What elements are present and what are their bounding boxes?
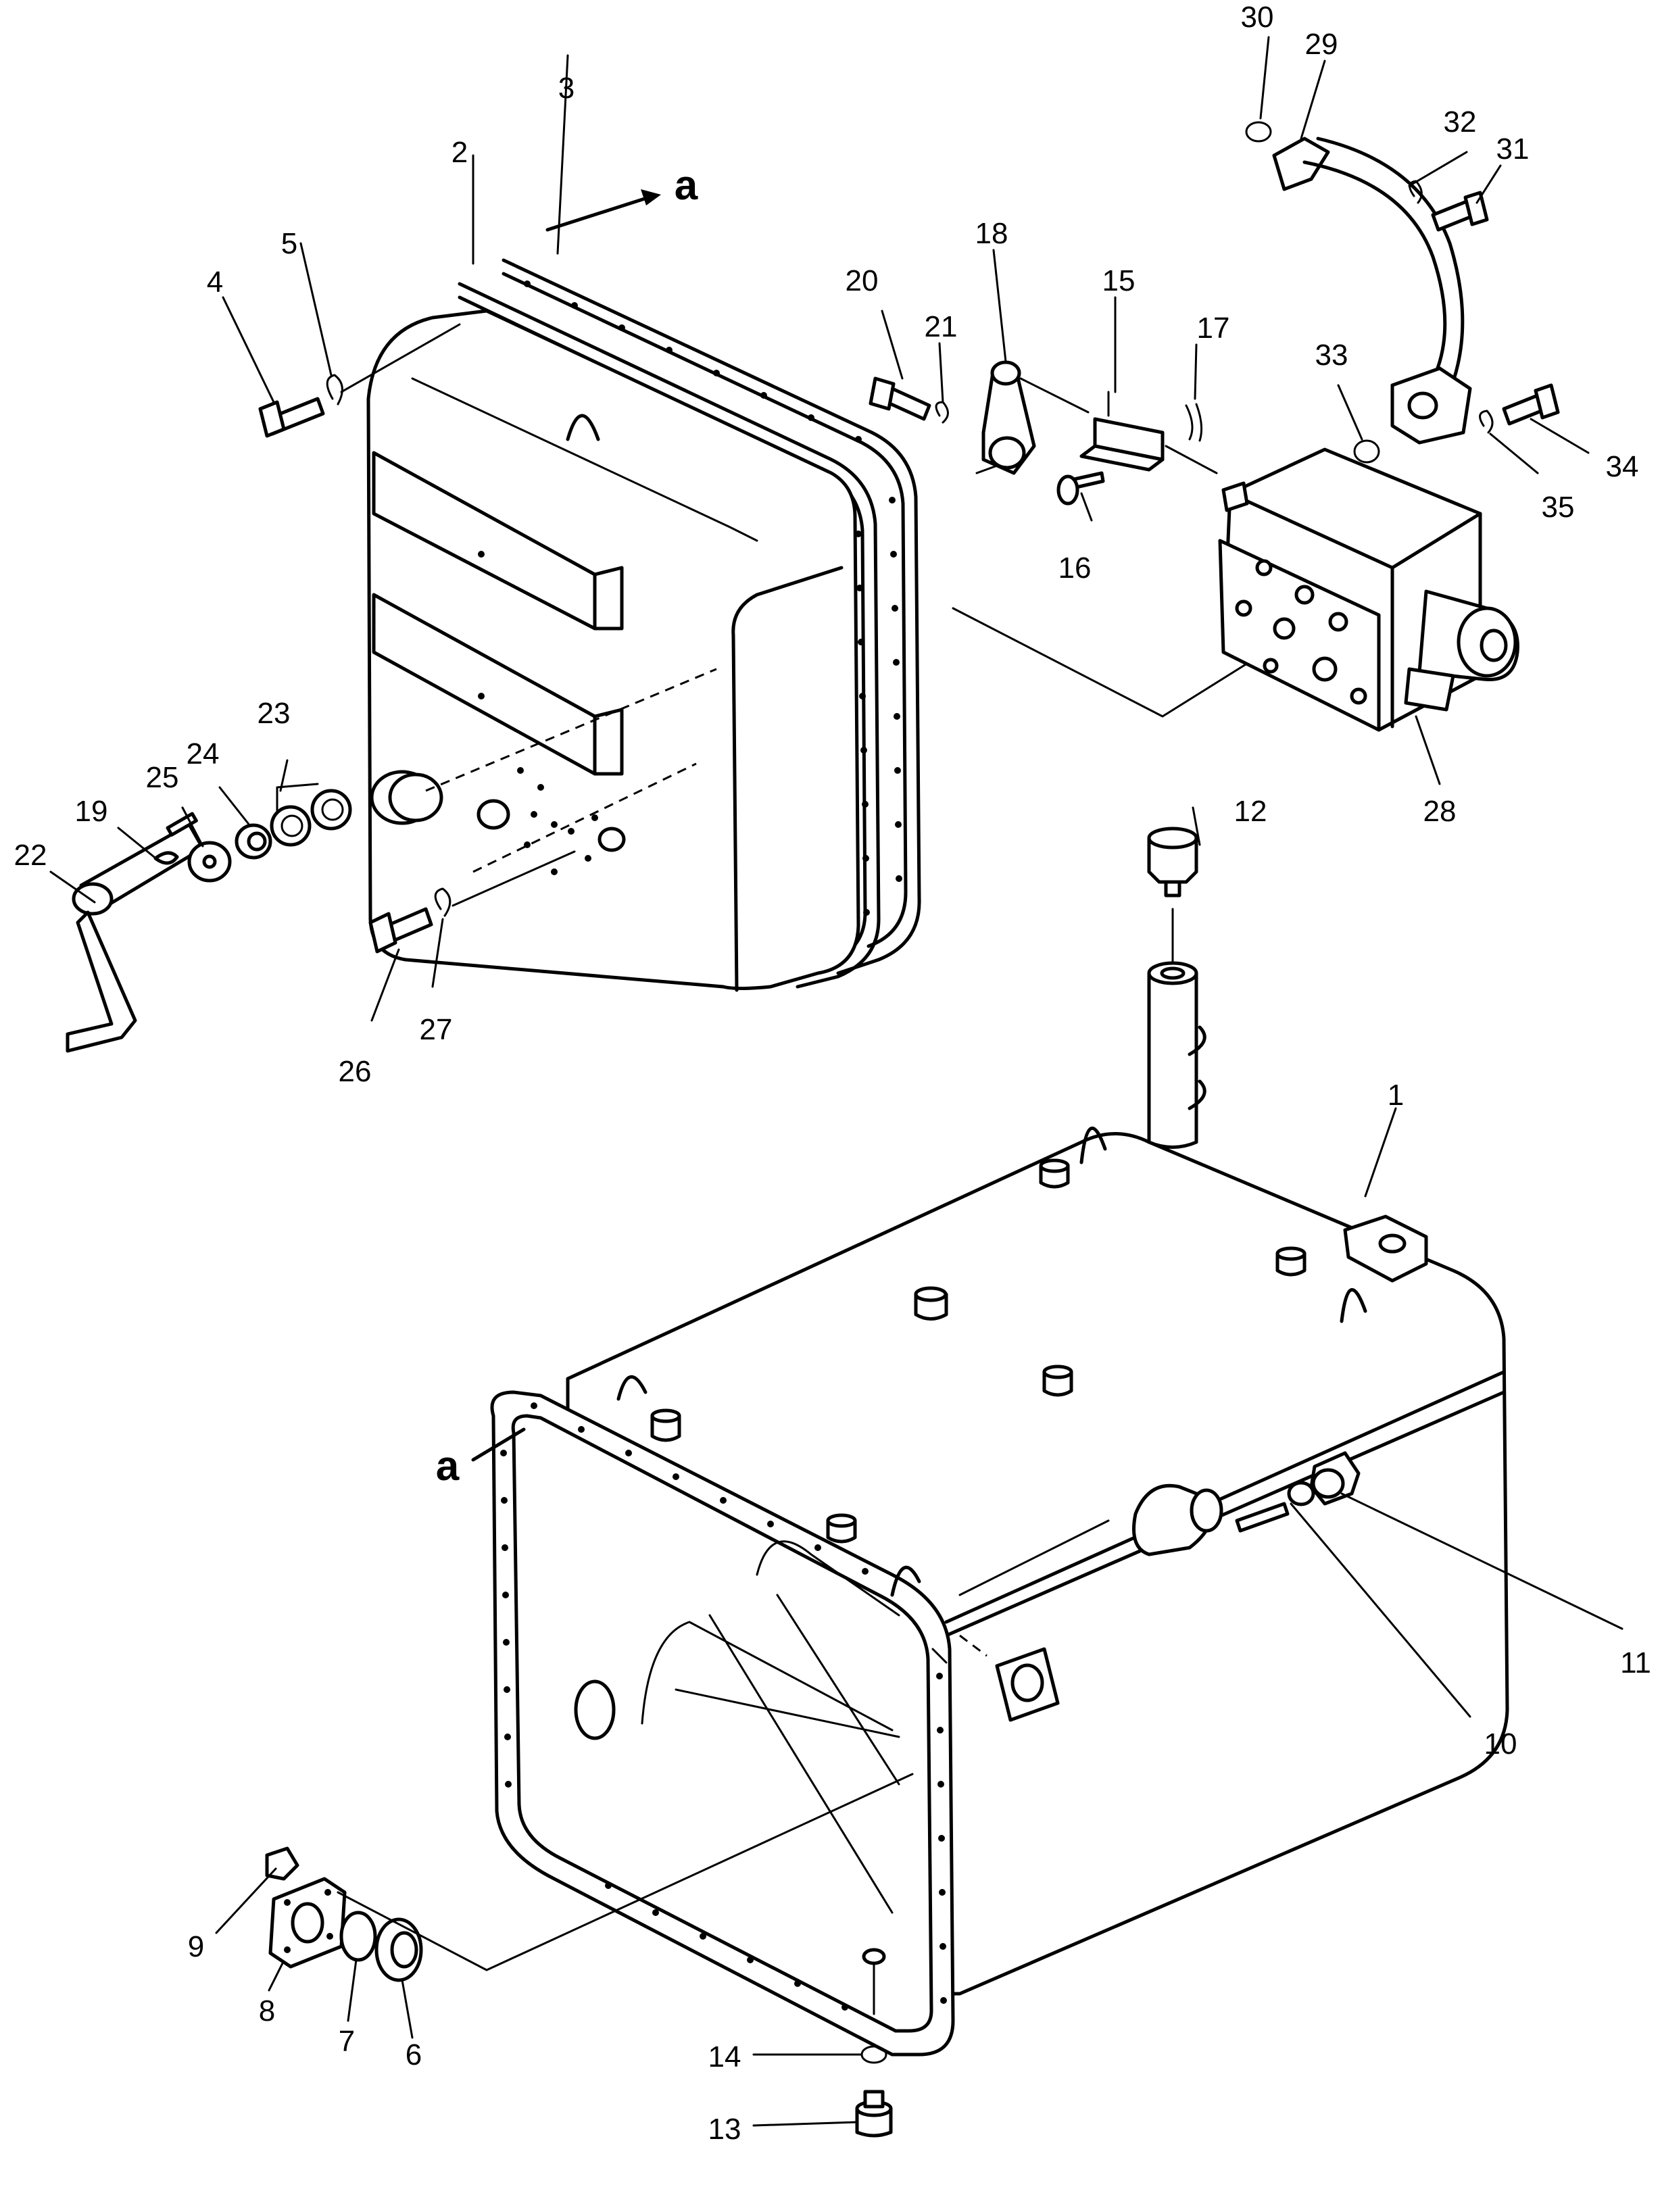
callout-1: 1 <box>1388 1079 1404 1112</box>
callout-29: 29 <box>1305 28 1338 61</box>
leader-8-tank <box>337 1773 914 1971</box>
flange-bolt-holes <box>524 280 902 916</box>
callout-2: 2 <box>451 136 468 169</box>
section-mark-top: a <box>675 162 698 209</box>
callout-14: 14 <box>708 2040 741 2073</box>
filter-cap-12 <box>1147 827 1198 898</box>
callout-13: 13 <box>708 2113 741 2146</box>
leader-lines <box>49 36 1624 2127</box>
washer-21 <box>935 401 949 424</box>
leader-27-cover <box>451 850 576 907</box>
callout-19: 19 <box>75 795 108 828</box>
callout-21: 21 <box>925 310 958 343</box>
leader-18-15 <box>1019 377 1090 414</box>
washer-27 <box>434 887 451 917</box>
tank-flange-holes <box>500 1402 947 2011</box>
bolt-34 <box>1502 383 1560 426</box>
callout-34: 34 <box>1606 450 1639 483</box>
gasket-outer <box>502 258 921 975</box>
assembly-line-lower <box>472 762 697 873</box>
leader-28 <box>952 607 1272 718</box>
pin-16 <box>1056 471 1105 506</box>
callout-12: 12 <box>1234 795 1267 828</box>
callout-18: 18 <box>975 217 1008 250</box>
bearing-23 <box>270 783 352 847</box>
key-19 <box>153 851 179 865</box>
callout-28: 28 <box>1423 795 1457 828</box>
o-ring-7 <box>339 1911 377 1962</box>
bolt-31 <box>1431 191 1489 232</box>
o-ring-33 <box>1353 439 1380 464</box>
callout-27: 27 <box>420 1013 453 1046</box>
assembly-line-upper <box>425 668 717 792</box>
leader-15-28 <box>1165 445 1218 474</box>
callout-11: 11 <box>1620 1646 1651 1679</box>
callout-26: 26 <box>339 1055 372 1088</box>
leader-5-cover <box>340 323 461 393</box>
callout-8: 8 <box>259 1994 275 2027</box>
valve-28 <box>1218 447 1519 732</box>
clip-17 <box>1185 403 1203 442</box>
callout-24: 24 <box>187 737 220 770</box>
callout-20: 20 <box>846 264 879 297</box>
o-ring-14 <box>860 2045 887 2064</box>
lever-22 <box>66 812 205 1053</box>
washer-35 <box>1479 410 1494 434</box>
bearing-24 <box>235 823 272 860</box>
callout-6: 6 <box>406 2038 422 2071</box>
bracket-15 <box>1079 391 1165 472</box>
tank-1 <box>490 961 1509 2057</box>
o-ring-30 <box>1245 121 1272 143</box>
callout-25: 25 <box>146 761 179 794</box>
callout-10: 10 <box>1484 1727 1517 1761</box>
callout-4: 4 <box>207 266 223 299</box>
callout-5: 5 <box>281 227 297 260</box>
callout-31: 31 <box>1496 132 1530 166</box>
plug-6 <box>374 1917 423 1982</box>
lever-18 <box>981 360 1036 475</box>
bolt-20 <box>869 376 931 421</box>
washer-5 <box>326 374 343 405</box>
callout-9: 9 <box>188 1930 204 1963</box>
callout-16: 16 <box>1058 551 1092 585</box>
callout-15: 15 <box>1102 264 1136 297</box>
drain-plug-13 <box>855 2090 893 2138</box>
callout-7: 7 <box>339 2025 355 2058</box>
callout-23: 23 <box>258 697 291 730</box>
pipe-29 <box>1272 137 1472 445</box>
section-mark-bottom: a <box>436 1443 460 1490</box>
callout-22: 22 <box>14 839 47 872</box>
callout-17: 17 <box>1197 312 1230 345</box>
bolt-4 <box>258 397 325 438</box>
callout-30: 30 <box>1241 1 1274 34</box>
callout-33: 33 <box>1315 339 1348 372</box>
callout-35: 35 <box>1542 491 1575 524</box>
callout-32: 32 <box>1444 105 1477 139</box>
cover-body <box>366 309 860 992</box>
flange-8 <box>268 1877 347 1969</box>
bolt-26 <box>368 907 433 954</box>
callout-labels: 1 2 3 4 5 6 7 8 9 10 11 12 13 14 15 16 1… <box>14 1 1651 2146</box>
callout-3: 3 <box>558 72 575 105</box>
